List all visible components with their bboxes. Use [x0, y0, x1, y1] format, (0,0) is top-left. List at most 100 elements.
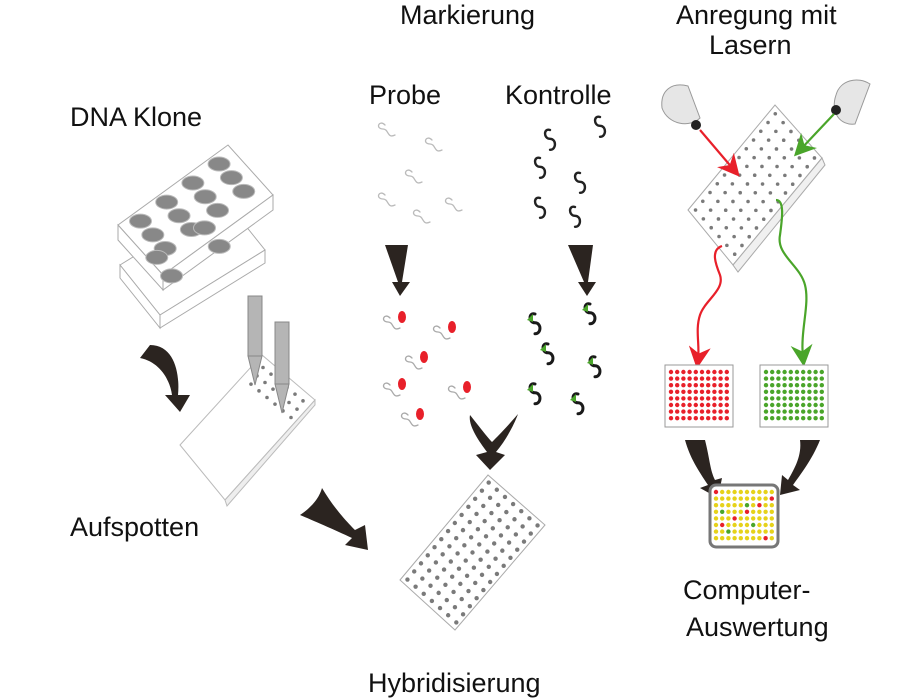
spot: [482, 518, 487, 524]
scan-spot: [763, 383, 769, 388]
scan-spot: [788, 369, 793, 375]
scan-spot: [763, 529, 768, 534]
process-arrows: [140, 245, 820, 550]
spot: [493, 556, 498, 561]
wells: [129, 156, 256, 284]
scan-spot: [713, 509, 719, 514]
dna-strand: [571, 392, 585, 416]
spot: [412, 569, 417, 574]
scan-spot: [763, 369, 769, 375]
spot: [464, 573, 470, 578]
scan-spot: [732, 516, 737, 521]
scan-spot: [763, 489, 768, 495]
scan-spot: [668, 402, 674, 408]
scan-spot: [675, 369, 680, 375]
spot: [512, 517, 517, 522]
scan-spot: [712, 396, 717, 401]
dna-strand: [568, 205, 582, 228]
scan-spot: [699, 409, 705, 414]
scan-spot: [794, 409, 800, 414]
scan-spot: [769, 522, 774, 528]
scan-spot: [713, 529, 719, 534]
scan-spot: [699, 383, 705, 388]
scan-spot: [713, 536, 719, 541]
scan-spot: [718, 409, 723, 414]
spot: [448, 559, 454, 564]
scan-spot: [819, 389, 824, 394]
spot: [700, 199, 705, 204]
spot: [760, 182, 765, 186]
scan-spot: [687, 389, 692, 394]
spot: [257, 389, 261, 393]
hybridization-slide: [399, 474, 546, 631]
spot: [774, 147, 779, 151]
scan-spot: [769, 509, 774, 514]
well: [129, 213, 153, 229]
spot: [768, 191, 773, 195]
dna-strand: [588, 355, 602, 379]
spot: [451, 589, 456, 595]
spot: [249, 382, 253, 386]
spot: [405, 577, 410, 582]
kontrolle-labeled-strands: [527, 302, 602, 416]
green-label: [587, 357, 593, 365]
spot: [454, 536, 459, 541]
spot: [746, 199, 750, 204]
scan-spot: [813, 369, 818, 375]
scan-spot: [712, 416, 717, 421]
spot: [783, 191, 788, 195]
scan-spot: [693, 383, 698, 388]
spot: [466, 504, 471, 510]
scan-spot: [687, 383, 692, 388]
scan-spot: [757, 503, 762, 508]
scan-spot: [693, 409, 698, 414]
spot: [513, 532, 519, 537]
spot: [452, 604, 458, 610]
scan-spot: [687, 369, 692, 375]
spot: [460, 527, 466, 533]
scan-spot: [769, 496, 774, 501]
scan-spot: [807, 396, 812, 401]
spot: [293, 392, 297, 396]
scan-spot: [744, 529, 750, 534]
scan-spot: [751, 522, 756, 528]
spot: [751, 138, 756, 142]
scan-spot: [807, 383, 812, 388]
spot: [789, 129, 793, 134]
spot: [781, 120, 785, 125]
scan-spot: [763, 503, 768, 508]
spot: [494, 571, 500, 577]
red-label: [398, 378, 406, 390]
spot: [295, 407, 299, 411]
arrow-green-to-merged: [780, 440, 820, 495]
spot: [486, 480, 491, 485]
scan-spot: [763, 516, 768, 521]
scan-spot: [738, 516, 743, 521]
spot: [739, 226, 744, 230]
spot: [769, 208, 773, 213]
spot: [790, 164, 794, 169]
well: [232, 183, 256, 199]
scan-spot: [681, 376, 686, 381]
scan-spot: [776, 369, 781, 375]
scan-spot: [693, 376, 698, 381]
scan-spot: [757, 489, 762, 495]
spot: [481, 503, 486, 509]
scan-spot: [819, 396, 824, 401]
scan-spot: [751, 496, 756, 501]
well: [193, 189, 217, 205]
scan-spot: [794, 402, 800, 408]
scan-spot: [732, 509, 737, 514]
spot: [467, 604, 473, 609]
spot: [413, 584, 418, 589]
scan-spot: [763, 376, 769, 381]
scan-spot: [718, 369, 723, 375]
dna-strand: [404, 355, 423, 370]
spot: [693, 208, 698, 212]
spot: [440, 552, 445, 557]
spot: [271, 387, 275, 391]
spot: [775, 164, 779, 169]
scan-spot: [770, 409, 775, 414]
scan-spot: [706, 383, 711, 388]
well: [219, 170, 243, 186]
